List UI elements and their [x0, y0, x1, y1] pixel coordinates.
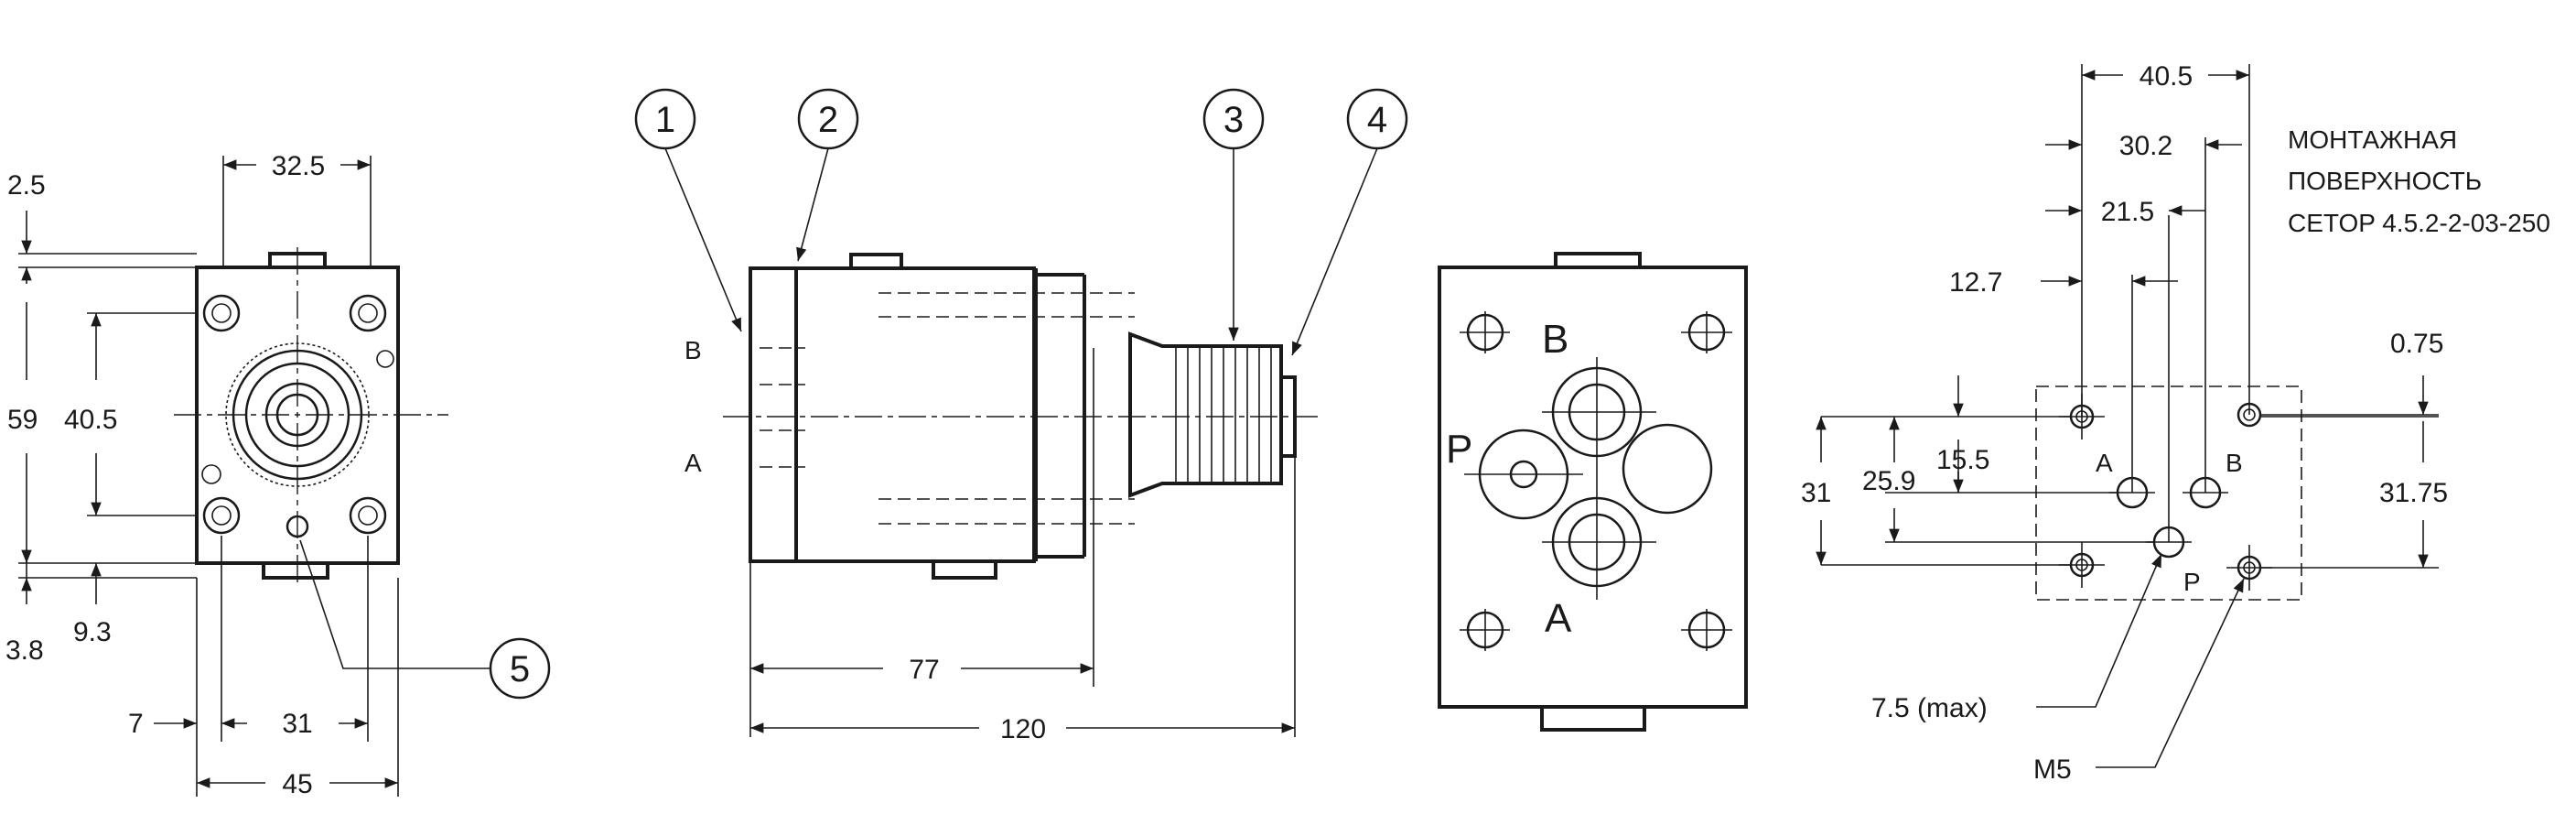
caption-line-3: CETOP 4.5.2-2-03-250: [2288, 209, 2550, 237]
callout-3-label: 3: [1223, 100, 1244, 140]
callout-1-label: 1: [655, 100, 675, 140]
side-view: B A 1 2 3 4 77 120: [634, 88, 1408, 744]
callout-4-label: 4: [1367, 100, 1387, 140]
caption-line-2: ПОВЕРХНОСТЬ: [2288, 167, 2482, 195]
dim-59: 59: [7, 405, 38, 435]
face-view: B P A: [1438, 252, 1748, 732]
thread-m5: M5: [2033, 754, 2072, 785]
dim-25-9: 25.9: [1862, 466, 1915, 496]
mount-port-a: A: [2096, 449, 2113, 477]
dim-32-5: 32.5: [272, 151, 325, 181]
dim-120: 120: [1000, 714, 1046, 744]
dim-31-mount: 31: [1801, 478, 1831, 508]
knurled-knob-icon: [1128, 331, 1297, 498]
face-port-a: A: [1545, 596, 1572, 641]
mount-port-b: B: [2226, 449, 2243, 477]
dim-31-front: 31: [282, 709, 312, 739]
dim-77: 77: [909, 655, 939, 685]
face-port-p: P: [1446, 427, 1472, 472]
dim-12-7: 12.7: [1949, 267, 2002, 298]
dim-3-8: 3.8: [5, 635, 44, 666]
side-port-b: B: [684, 336, 702, 364]
front-view: 32.5 2.5 59 40.5 3.8 9.3 7 31 45: [5, 151, 551, 799]
dim-7-5-max: 7.5 (max): [1871, 693, 1988, 723]
callout-2-label: 2: [818, 100, 838, 140]
dim-21-5: 21.5: [2101, 197, 2154, 227]
dim-7: 7: [128, 709, 144, 739]
dim-9-3: 9.3: [73, 617, 112, 647]
bolt-icon: [201, 294, 394, 535]
mounting-hole-icon: [2069, 402, 2262, 581]
dim-40-5-mount: 40.5: [2139, 61, 2193, 92]
dim-30-2: 30.2: [2119, 131, 2172, 161]
bolt-icon: [1466, 313, 1726, 649]
callout-5-label: 5: [510, 649, 530, 689]
dim-45: 45: [282, 769, 312, 799]
dim-40-5: 40.5: [64, 405, 117, 435]
dim-2-5: 2.5: [7, 170, 46, 201]
dim-31-75: 31.75: [2379, 478, 2448, 508]
mount-port-p: P: [2183, 568, 2201, 596]
dim-15-5: 15.5: [1936, 445, 1989, 475]
callout-5: [489, 637, 551, 700]
side-port-a: A: [684, 449, 702, 477]
dim-0-75: 0.75: [2390, 329, 2443, 359]
mounting-surface-view: 40.5 30.2 21.5 12.7 МОНТАЖНАЯ ПОВЕРХНОСТ…: [1801, 61, 2550, 785]
caption-line-1: МОНТАЖНАЯ: [2288, 125, 2457, 154]
face-port-b: B: [1542, 317, 1568, 362]
